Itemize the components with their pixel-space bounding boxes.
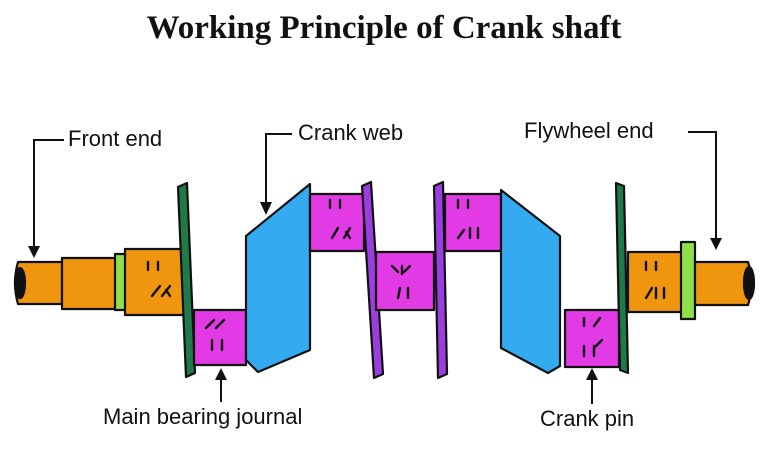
diagram-title: Working Principle of Crank shaft: [146, 10, 622, 46]
inner-web-left: [360, 180, 385, 380]
crank-pin-upper-right: [443, 192, 503, 253]
crank-pin-arrowhead: [586, 368, 598, 380]
rear-shaft-journal: [626, 250, 686, 314]
front-end-leader: [33, 139, 64, 250]
rear-collar: [679, 240, 697, 321]
main-bearing-arrowhead: [215, 368, 227, 380]
oil-hole-front: [146, 260, 172, 298]
crank-web-arrowhead: [260, 202, 272, 215]
label-crank-pin: Crank pin: [540, 406, 635, 431]
center-journal: [374, 250, 436, 312]
oil-hole-pin-right: [456, 198, 480, 240]
label-crank-web: Crank web: [298, 120, 404, 145]
rear-flange: [614, 181, 630, 375]
flywheel-end-leader: [688, 131, 717, 242]
rear-shaft-end-cap: [742, 265, 756, 301]
crank-web-leader: [265, 133, 292, 205]
crank-pin-lower-right: [563, 308, 621, 369]
label-main-bearing-journal: Main bearing journal: [103, 404, 303, 429]
crank-web-right: [499, 188, 562, 375]
main-bearing-journal: [192, 308, 248, 367]
label-flywheel-end: Flywheel end: [524, 118, 654, 143]
front-flange: [176, 181, 197, 379]
oil-hole-rear: [644, 260, 666, 300]
crank-web-left: [244, 182, 312, 374]
front-shaft-end-cap: [13, 266, 27, 300]
oil-hole-center: [390, 264, 412, 300]
label-front-end: Front end: [68, 126, 163, 151]
front-shaft-journal: [123, 247, 186, 317]
flywheel-end-arrowhead: [710, 238, 722, 250]
inner-web-right: [432, 180, 449, 380]
oil-hole-pin-left: [328, 198, 352, 240]
front-shaft-step: [60, 256, 119, 311]
front-end-arrowhead: [28, 246, 40, 258]
oil-hole-pin-lower: [582, 316, 604, 358]
crank-pin-upper-left: [308, 192, 366, 253]
oil-hole-main-journal: [204, 318, 226, 352]
